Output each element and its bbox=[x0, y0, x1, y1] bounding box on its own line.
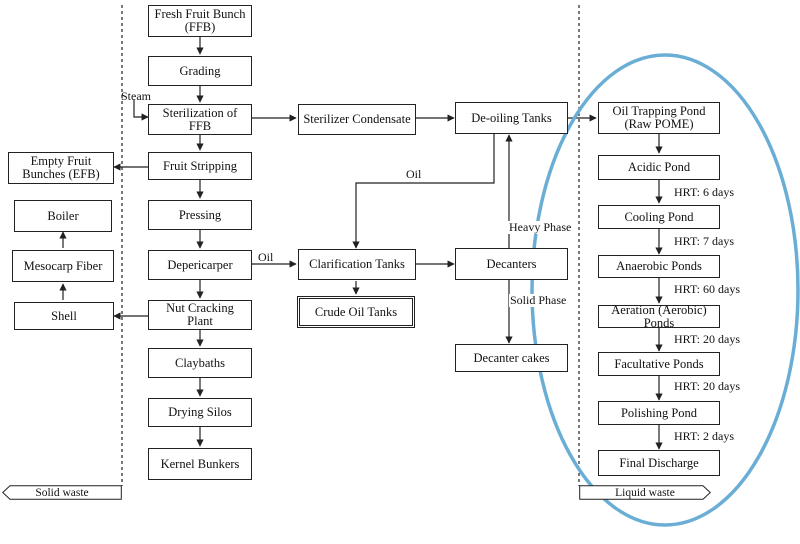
shell-box: Shell bbox=[14, 302, 114, 330]
arrow-steam bbox=[133, 100, 149, 121]
solid-waste-tag: Solid waste bbox=[2, 485, 122, 500]
polishing-pond-box: Polishing Pond bbox=[598, 401, 720, 425]
boiler-box: Boiler bbox=[14, 200, 112, 232]
liquid-waste-tag: Liquid waste bbox=[579, 485, 711, 500]
efb-box: Empty Fruit Bunches (EFB) bbox=[8, 152, 114, 184]
hrt-7-label: HRT: 7 days bbox=[674, 234, 735, 248]
drying-silos-box: Drying Silos bbox=[148, 398, 252, 427]
aeration-ponds-box: Aeration (Aerobic) Ponds bbox=[598, 303, 720, 329]
nut-cracking-box: Nut Cracking Plant bbox=[148, 300, 252, 330]
ffb-box: Fresh Fruit Bunch (FFB) bbox=[148, 5, 252, 37]
de-oiling-tanks-box: De-oiling Tanks bbox=[455, 102, 568, 134]
cooling-pond-box: Cooling Pond bbox=[598, 205, 720, 229]
oil-trapping-pond-box: Oil Trapping Pond (Raw POME) bbox=[598, 102, 720, 134]
kernel-bunkers-box: Kernel Bunkers bbox=[148, 448, 252, 480]
sterilization-box: Sterilization of FFB bbox=[148, 104, 252, 135]
acidic-pond-box: Acidic Pond bbox=[598, 155, 720, 180]
solid-phase-label: Solid Phase bbox=[509, 293, 568, 307]
solid-waste-tag-label: Solid waste bbox=[35, 486, 89, 499]
crude-oil-tanks-box: Crude Oil Tanks bbox=[297, 296, 415, 328]
anaerobic-ponds-box: Anaerobic Ponds bbox=[598, 255, 720, 278]
sterilizer-condensate-box: Sterilizer Condensate bbox=[298, 104, 416, 135]
fruit-stripping-box: Fruit Stripping bbox=[148, 152, 252, 180]
pressing-box: Pressing bbox=[148, 200, 252, 230]
hrt-2-label: HRT: 2 days bbox=[674, 429, 735, 443]
claybaths-box: Claybaths bbox=[148, 348, 252, 378]
liquid-waste-tag-label: Liquid waste bbox=[615, 486, 675, 499]
grading-box: Grading bbox=[148, 56, 252, 86]
liquid-waste-highlight-ellipse bbox=[530, 53, 800, 527]
decanters-box: Decanters bbox=[455, 248, 568, 280]
clarification-tanks-box: Clarification Tanks bbox=[298, 249, 416, 280]
liquid-waste-tag-shape bbox=[579, 485, 711, 500]
depericarper-box: Depericarper bbox=[148, 250, 252, 280]
mesocarp-fiber-box: Mesocarp Fiber bbox=[12, 250, 114, 282]
hrt-6-label: HRT: 6 days bbox=[674, 185, 735, 199]
solid-waste-tag-shape bbox=[2, 485, 122, 500]
hrt-20b-label: HRT: 20 days bbox=[674, 379, 741, 393]
oil-label-deoiling: Oil bbox=[406, 167, 422, 181]
hrt-20a-label: HRT: 20 days bbox=[674, 332, 741, 346]
hrt-60-label: HRT: 60 days bbox=[674, 282, 741, 296]
arrow-oil-to-clarification bbox=[352, 134, 495, 249]
facultative-ponds-box: Facultative Ponds bbox=[598, 352, 720, 376]
heavy-phase-label: Heavy Phase bbox=[508, 220, 573, 234]
final-discharge-box: Final Discharge bbox=[598, 450, 720, 476]
decanter-cakes-box: Decanter cakes bbox=[455, 344, 568, 372]
oil-label-depericarper: Oil bbox=[258, 250, 274, 264]
steam-label: Steam bbox=[121, 89, 151, 103]
